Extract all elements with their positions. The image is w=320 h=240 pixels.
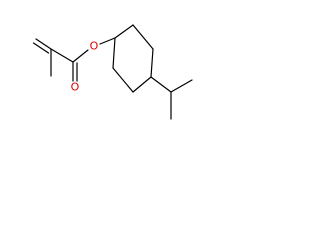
bond-ring-2 — [132, 24, 154, 50]
bond-ester-o-ring — [99, 37, 116, 45]
bond-vinyl-double-a — [35, 38, 52, 50]
carbonyl-oxygen-label: O — [71, 81, 80, 94]
ester-oxygen-label: O — [90, 40, 99, 53]
bond-carbonyl-ester-o — [72, 49, 89, 63]
bond-ring-3 — [150, 48, 154, 78]
bond-ring-isopropyl — [150, 76, 172, 93]
structure-canvas: O O — [0, 0, 222, 135]
bond-ring-4 — [132, 76, 152, 93]
bond-alpha-carbonyl — [50, 48, 74, 63]
bond-ring-6 — [112, 37, 116, 69]
bond-ring-1 — [114, 24, 134, 39]
bond-vinyl-double-b — [32, 42, 50, 54]
bond-isopropyl-methyl-right — [170, 79, 193, 93]
bond-ring-5 — [112, 67, 134, 93]
molecule-drawing: O O — [32, 24, 193, 120]
